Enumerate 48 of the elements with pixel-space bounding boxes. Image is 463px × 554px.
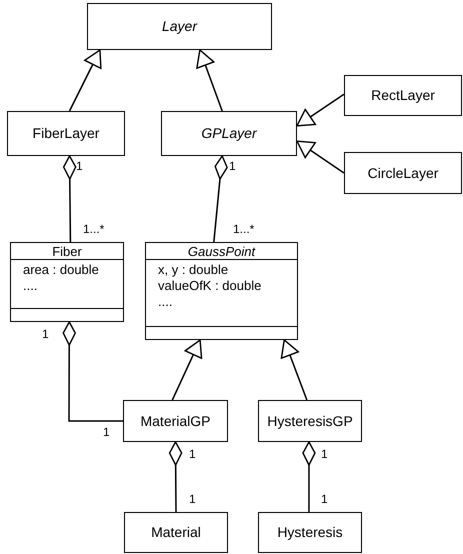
attribute-text: ....: [23, 278, 38, 294]
class-box: [344, 75, 462, 116]
class-name: MaterialGP: [140, 412, 211, 430]
multiplicity-label: 1: [76, 160, 83, 172]
attribute-text: x, y : double: [158, 262, 230, 278]
inheritance-arrow: [172, 339, 202, 400]
attribute-text: area : double: [23, 262, 100, 278]
aggregation-line: [168, 441, 182, 512]
class-box: [123, 400, 228, 442]
aggregation-line: [213, 155, 228, 242]
class-name: GaussPoint: [188, 244, 256, 258]
multiplicity-label: 1: [189, 448, 196, 460]
inheritance-arrow: [196, 49, 223, 112]
aggregation-line: [62, 155, 76, 242]
aggregation-line: [302, 441, 316, 512]
class-name: GPLayer: [201, 124, 257, 143]
class-box: [145, 242, 298, 340]
class-name: RectLayer: [371, 86, 435, 105]
class-name: FiberLayer: [32, 124, 100, 143]
multiplicity-label: 1: [42, 328, 49, 340]
class-name: Layer: [162, 17, 198, 36]
inheritance-arrow: [68, 49, 102, 112]
multiplicity-label: 1: [189, 493, 196, 505]
inheritance-arrow: [280, 339, 308, 400]
class-box: [124, 512, 228, 553]
aggregation-line: [62, 321, 123, 422]
multiplicity-label: 1: [229, 160, 236, 172]
class-name: CircleLayer: [368, 164, 438, 183]
class-box: [161, 111, 297, 156]
multiplicity-label: 1: [321, 493, 328, 505]
class-name: Hysteresis: [277, 523, 343, 542]
inheritance-arrow: [296, 140, 344, 174]
multiplicity-label: 1...*: [233, 223, 254, 235]
class-box: [7, 111, 125, 156]
class-box: [258, 400, 362, 442]
attribute-text: ....: [158, 294, 174, 310]
class-box: [10, 242, 124, 322]
class-box: [258, 512, 362, 553]
multiplicity-label: 1...*: [83, 223, 104, 235]
class-name: HysteresisGP: [267, 412, 353, 431]
class-name: Fiber: [52, 244, 82, 258]
attribute-text: valueOfK : double: [158, 278, 262, 294]
inheritance-arrow: [296, 94, 344, 127]
class-name: Material: [151, 523, 201, 542]
class-box: [344, 152, 462, 194]
multiplicity-label: 1: [321, 448, 328, 460]
multiplicity-label: 1: [103, 426, 110, 438]
class-box: [87, 3, 272, 50]
